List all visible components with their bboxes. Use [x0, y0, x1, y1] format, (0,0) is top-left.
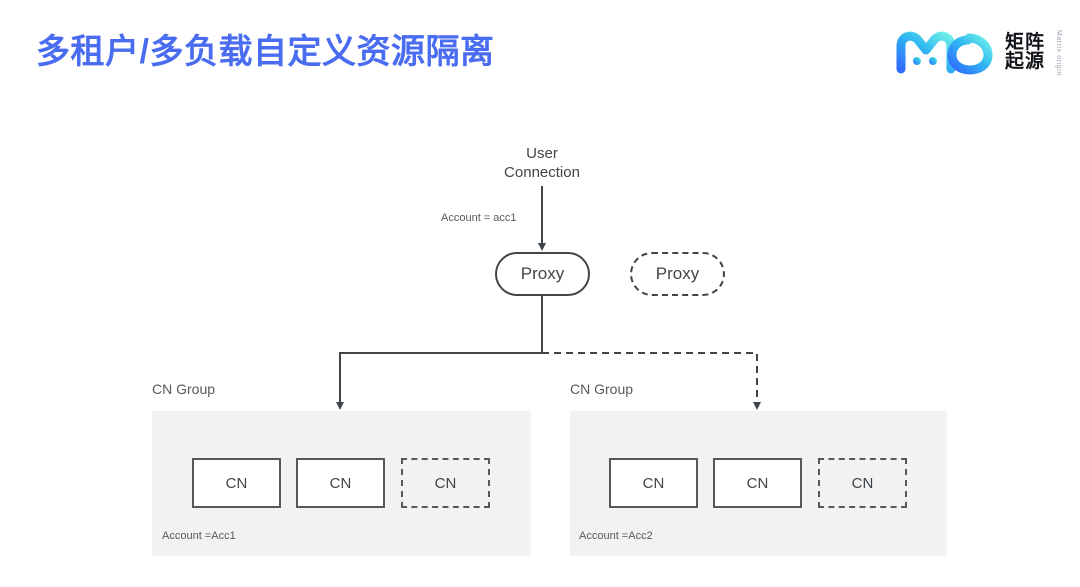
user-connection-line-2: Connection [504, 163, 580, 181]
cn-group-2-label: CN Group [570, 381, 634, 397]
proxy-node-standby[interactable]: Proxy [630, 252, 725, 296]
cn-group-2-account-label: Account =Acc2 [579, 530, 653, 542]
cn-group-1-panel: CN CN CN Account =Acc1 [152, 411, 531, 556]
edge-proxy-to-cn-group-2 [542, 352, 761, 410]
cn-group-2-node-1[interactable]: CN [609, 458, 698, 508]
brand-english-name: Matrix origin [1055, 30, 1062, 76]
cn-group-1-node-2[interactable]: CN [296, 458, 385, 508]
cn-group-2-node-3[interactable]: CN [818, 458, 907, 508]
cn-group-1-node-3[interactable]: CN [401, 458, 490, 508]
edge-label-account-acc1: Account = acc1 [441, 212, 517, 224]
brand-chinese-name: 矩阵 起源 [1004, 31, 1045, 72]
mo-monogram-icon [896, 31, 993, 75]
cn-group-1-node-1[interactable]: CN [192, 458, 281, 508]
cn-group-1-label: CN Group [152, 381, 216, 397]
page-title: 多租户/多负载自定义资源隔离 [36, 33, 495, 71]
edge-proxy-to-cn-group-1 [336, 352, 542, 410]
brand-name-line-1: 矩阵 [1004, 31, 1045, 53]
cn-group-2-node-2[interactable]: CN [713, 458, 802, 508]
cn-group-2-panel: CN CN CN Account =Acc2 [570, 411, 947, 556]
user-connection-line-1: User [526, 145, 558, 162]
brand-name-line-2: 起源 [1004, 50, 1045, 72]
cn-group-1-account-label: Account =Acc1 [162, 530, 236, 542]
user-connection-label: User Connection [504, 145, 580, 183]
proxy-node-active[interactable]: Proxy [495, 252, 590, 296]
brand-logo: 矩阵 起源 Matrix origin [895, 28, 1062, 76]
